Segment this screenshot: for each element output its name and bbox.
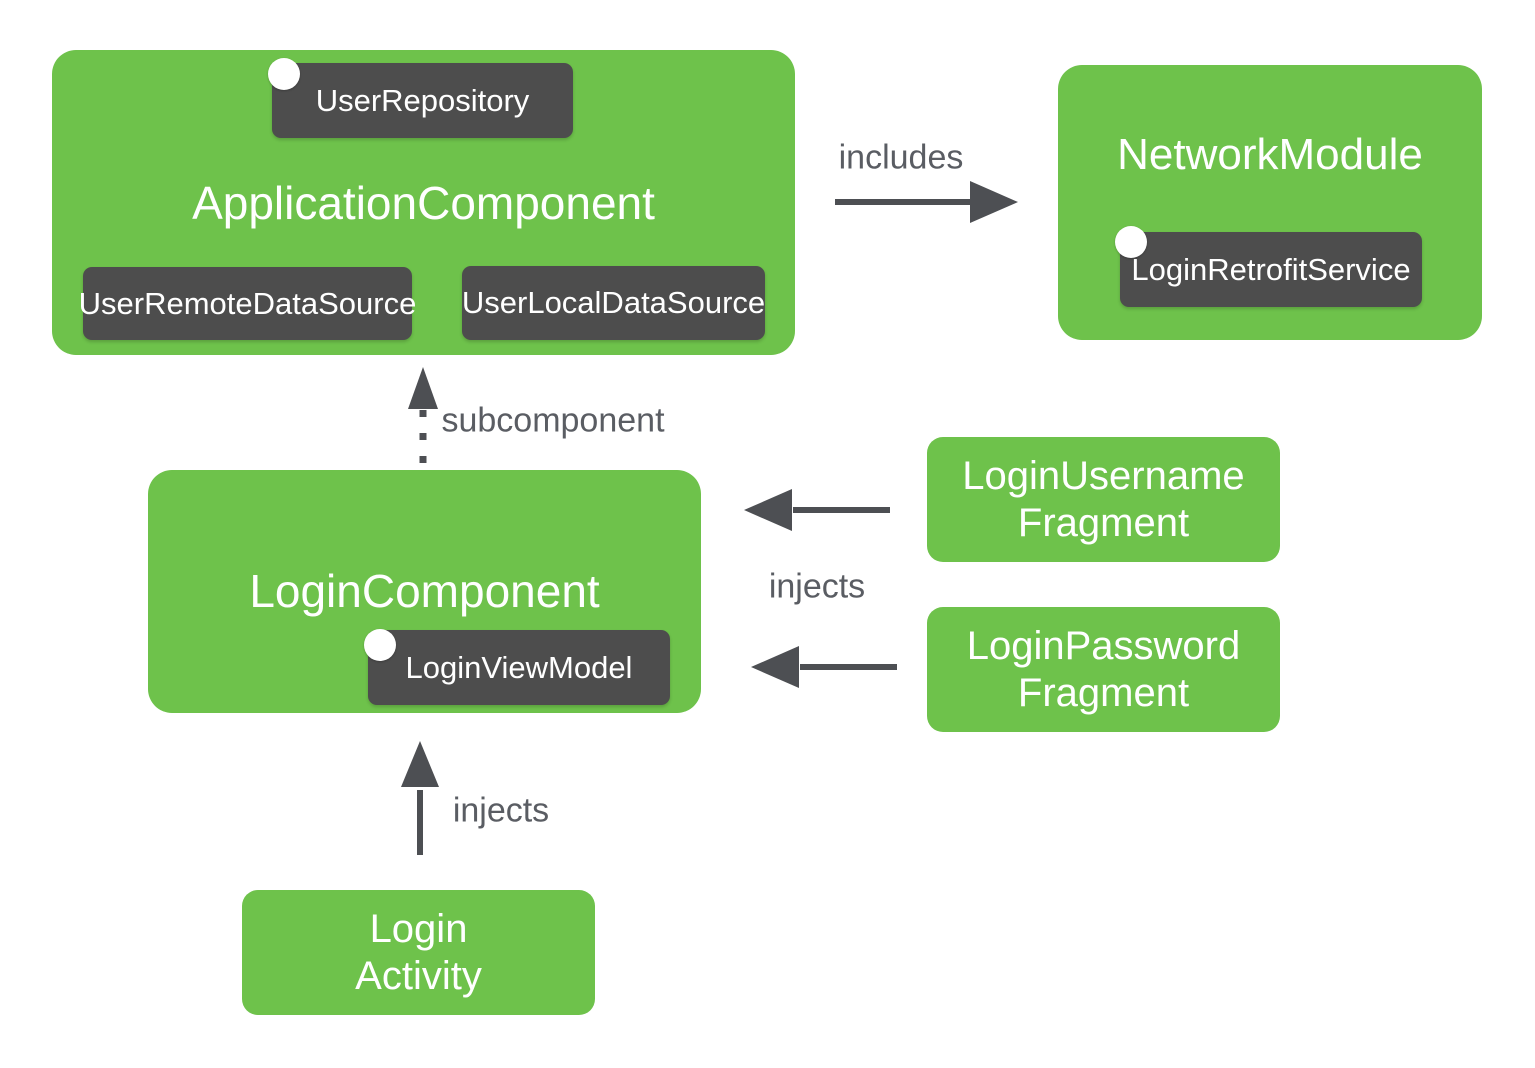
login-password-fragment-line1: LoginPassword [966,623,1241,668]
login-view-model-badge-label: LoginViewModel [405,649,633,685]
subcomponent-edge-label: subcomponent [441,401,665,440]
login-username-fragment-line1: LoginUsername [962,453,1245,498]
user-remote-data-source-badge-label: UserRemoteDataSource [78,285,417,321]
login-retrofit-service-badge-label: LoginRetrofitService [1131,251,1411,287]
login-username-fragment-line2: Fragment [1017,500,1190,545]
injects-password-arrow-head [751,646,799,688]
application-component-title: ApplicationComponent [192,177,655,229]
user-local-data-source-badge: UserLocalDataSource [462,266,765,340]
injects-activity-edge-label: injects [452,791,550,830]
subcomponent-arrow [408,367,438,463]
login-password-fragment-line2: Fragment [1017,670,1190,715]
login-password-fragment-node: LoginPassword Fragment [927,607,1280,732]
login-retrofit-service-badge: LoginRetrofitService [1120,232,1422,307]
user-local-data-source-badge-label: UserLocalDataSource [461,285,766,320]
subcomponent-arrow-head [408,367,438,409]
user-remote-data-source-badge: UserRemoteDataSource [79,267,416,340]
user-repository-badge: UserRepository [272,63,573,138]
login-username-fragment-node: LoginUsername Fragment [927,437,1280,562]
user-repository-scope-dot-icon [268,58,300,90]
login-retrofit-service-scope-dot-icon [1115,226,1147,258]
includes-edge-label: includes [838,138,964,177]
login-view-model-scope-dot-icon [364,629,396,661]
login-component-title: LoginComponent [249,565,600,617]
login-activity-line1: Login [369,906,468,951]
injects-username-arrow [744,489,890,531]
login-view-model-badge: LoginViewModel [368,630,670,705]
injects-password-arrow [751,646,897,688]
user-repository-badge-label: UserRepository [315,82,530,118]
injects-username-arrow-head [744,489,792,531]
injects-activity-arrow-head [401,741,439,787]
network-module-title: NetworkModule [1117,130,1423,179]
login-activity-line2: Activity [355,953,482,998]
includes-arrow [835,181,1018,223]
login-activity-node: Login Activity [242,890,595,1015]
injects-activity-arrow [401,741,439,855]
includes-arrow-head [970,181,1018,223]
injects-fragments-edge-label: injects [768,567,866,606]
